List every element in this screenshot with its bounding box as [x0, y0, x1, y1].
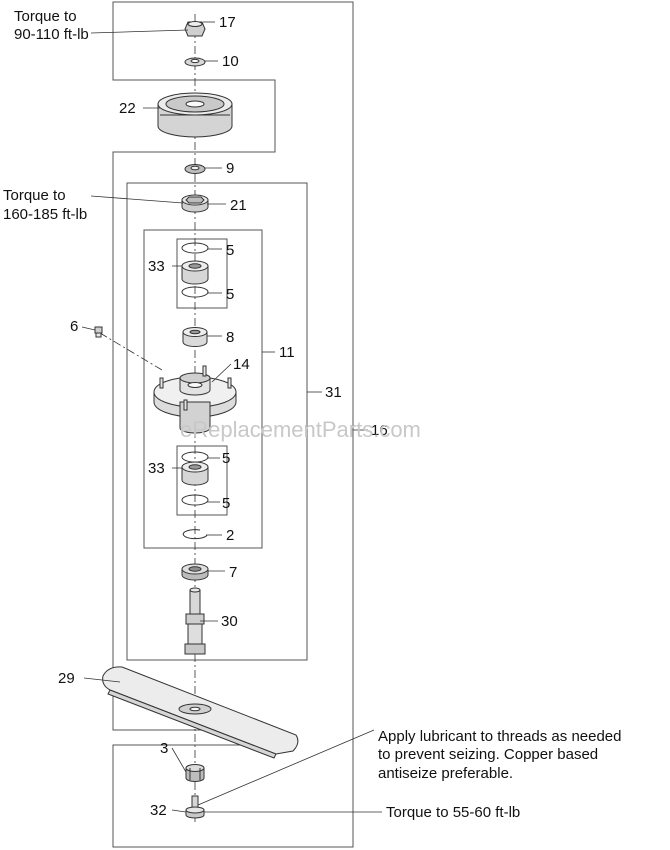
callout-31: 31	[325, 384, 342, 401]
callout-30: 30	[221, 613, 238, 630]
torque-note-mid-line1: Torque to	[3, 187, 66, 204]
group-11-box	[143, 229, 263, 549]
callout-7: 7	[229, 564, 237, 581]
part-32-blade-bolt	[185, 795, 205, 819]
bearing-set-lower-box	[176, 445, 228, 516]
callout-21: 21	[230, 197, 247, 214]
callout-5-lower-b: 5	[222, 495, 230, 512]
callout-33-upper: 33	[148, 258, 165, 275]
callout-32: 32	[150, 802, 167, 819]
callout-22: 22	[119, 100, 136, 117]
part-30-spindle-shaft	[184, 587, 206, 655]
part-6-grease-fitting	[94, 326, 103, 338]
part-17-nut	[184, 21, 206, 37]
part-2-retaining-ring	[182, 529, 208, 540]
lubricant-note-line2: to prevent seizing. Copper based	[378, 746, 598, 763]
callout-14: 14	[233, 356, 250, 373]
watermark: eReplacementParts.com	[180, 417, 421, 442]
part-8-spacer	[182, 327, 208, 347]
lubricant-note-line1: Apply lubricant to threads as needed	[378, 728, 622, 745]
part-21-nut	[181, 194, 209, 213]
part-3-adapter	[185, 764, 205, 782]
part-5-snap-ring-upper-b	[181, 286, 209, 298]
torque-note-top-line1: Torque to	[14, 8, 77, 25]
callout-9: 9	[226, 160, 234, 177]
callout-16: 16	[371, 422, 388, 439]
callout-5-lower-a: 5	[222, 450, 230, 467]
part-29-blade	[102, 666, 299, 759]
part-5-snap-ring-upper-a	[181, 242, 209, 254]
callout-2: 2	[226, 527, 234, 544]
callout-5-upper-b: 5	[226, 286, 234, 303]
part-10-washer	[184, 57, 206, 67]
leader-lines	[81, 21, 382, 813]
part-14-housing	[153, 365, 237, 434]
torque-note-top-line2: 90-110 ft-lb	[14, 26, 89, 43]
callout-10: 10	[222, 53, 239, 70]
callout-3: 3	[160, 740, 168, 757]
torque-note-bottom: Torque to 55-60 ft-lb	[386, 804, 520, 821]
callout-29: 29	[58, 670, 75, 687]
part-33-bearing-lower	[181, 461, 209, 486]
bearing-set-upper-box	[176, 238, 228, 309]
lubricant-note-line3: antiseize preferable.	[378, 765, 513, 782]
callout-8: 8	[226, 329, 234, 346]
bolt-6-axis	[99, 332, 163, 371]
part-5-snap-ring-lower-b	[181, 494, 209, 506]
callout-17: 17	[219, 14, 236, 31]
callout-33-lower: 33	[148, 460, 165, 477]
callout-11: 11	[279, 344, 295, 361]
part-33-bearing-upper	[181, 260, 209, 285]
part-7-seal	[181, 563, 209, 581]
group-31-box	[126, 182, 308, 661]
part-9-seal	[184, 164, 206, 174]
callout-6: 6	[70, 318, 78, 335]
callout-5-upper-a: 5	[226, 242, 234, 259]
torque-note-mid-line2: 160-185 ft-lb	[3, 206, 87, 223]
part-22-pulley	[157, 92, 233, 138]
